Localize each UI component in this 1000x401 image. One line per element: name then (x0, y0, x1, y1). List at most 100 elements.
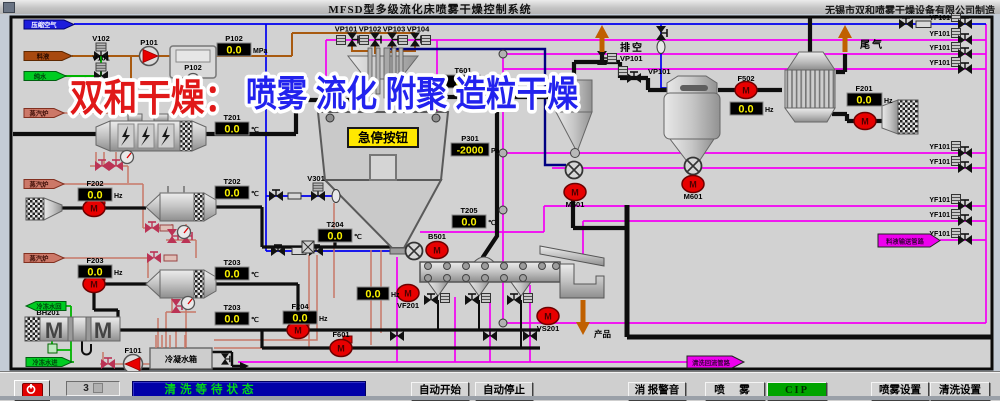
motor-m601 (681, 174, 705, 194)
power-glyph (26, 384, 36, 394)
equipment-dehumidifier-text: BH201 (36, 308, 59, 317)
feed-tank (169, 45, 217, 79)
right_valves-5-label-text: YF101 (929, 159, 950, 166)
displays-10-value-text: 0.0 (461, 217, 476, 229)
motors-f502-text: F502 (737, 74, 754, 83)
bag-filter-vessel (663, 75, 721, 161)
valves-vp_line-text: VP101 (648, 67, 671, 76)
sources-feed_liquid-text: 料液 (37, 52, 50, 61)
sources-pure_water-text: 纯水 (34, 72, 47, 81)
displays-12-unit-text: Hz (391, 292, 400, 299)
display-T203a: T203 0.0 ℃ (214, 258, 259, 281)
emergency-stop-button[interactable]: 急停按钮 (347, 127, 419, 148)
motor-f201 (853, 111, 877, 131)
displays-8-label-text: T203 (223, 303, 240, 312)
displays-0-unit-text: MPa (253, 48, 268, 55)
source-steam-1: 蒸汽炉 (23, 108, 66, 118)
right_valves-8-label-text: YF101 (929, 231, 950, 238)
display-F202: F202 0.0 Hz (77, 179, 123, 202)
source-arrows: 压缩空气 料液 纯水 蒸汽炉 蒸汽炉 蒸汽炉 冷冻水回 冷冻水进 (23, 19, 76, 367)
display-F201: F201 0.0 Hz (846, 84, 893, 107)
dryer-rotary-valve (404, 241, 424, 261)
displays-6-label-text: T203 (223, 258, 240, 267)
displays-9-value-text: 0.0 (327, 231, 342, 243)
air-ducts-black-2 (62, 205, 540, 368)
vent-arrow: 排空 (595, 25, 644, 54)
displays-12-value-text: 0.0 (365, 289, 380, 301)
cyclone (555, 79, 593, 158)
motor-vf201 (396, 283, 420, 303)
displays-7-label-text: F203 (86, 256, 103, 265)
banners-right_line-text: 料液输送管路 (886, 237, 924, 246)
source-steam-2: 蒸汽炉 (23, 179, 66, 189)
right_valves-2-label-text: YF101 (929, 45, 950, 52)
valves-p101-text: P101 (140, 38, 158, 47)
nozzle-lances (346, 47, 420, 99)
cip-pump-f101 (122, 353, 144, 372)
yf-valve-row: YF101 (929, 14, 973, 30)
display-T201: T201 0.0 ℃ (214, 113, 259, 136)
yf-valve-row: YF101 (929, 42, 973, 60)
displays-2-unit-text: Pa (491, 148, 500, 155)
display-T204: T204 0.0 ℃ (317, 220, 362, 243)
bagfilter-rotary-valve (683, 156, 703, 176)
watermark-red: 双和干燥： (70, 78, 238, 120)
banner-cip-return: 清洗回流管路 (686, 355, 746, 369)
source-compressed-air: 压缩空气 (23, 19, 76, 30)
yf-valve-row: YF101 (929, 57, 973, 75)
drain-arrowhead (240, 362, 249, 370)
dehumidifier-bh201: M M (24, 316, 121, 343)
displays-1-unit-text: ℃ (482, 79, 490, 87)
equipment-tail_gas-text: 尾气 (860, 38, 884, 51)
displays-11-unit-text: Hz (319, 316, 328, 323)
displays-10-label-text: T205 (460, 206, 477, 215)
displays-2-label-text: P301 (461, 134, 479, 143)
condensate-tank (149, 335, 213, 370)
displays-4-unit-text: ℃ (251, 190, 259, 198)
feed-pump-p101 (138, 45, 160, 67)
valves-p102-text: P102 (184, 63, 202, 72)
displays-2-value-text: -2000 (457, 145, 484, 157)
valves-v102-text: V102 (92, 34, 110, 43)
displays-11-label-text: F204 (291, 302, 309, 311)
counter-box-icon (92, 383, 103, 394)
power-button[interactable] (14, 380, 50, 401)
window-icon (3, 2, 15, 13)
heater-3 (145, 269, 217, 299)
valves-v101-text: V101 (92, 54, 110, 63)
right_valves-1-label-text: YF101 (929, 31, 950, 38)
display-T203b: T203 0.0 ℃ (214, 303, 259, 326)
yf-valve-row: YF101 (929, 194, 973, 212)
air-filter (25, 197, 63, 221)
status-text: 清洗等待状态 (164, 384, 258, 396)
right-valve-rows: YF101 YF101 YF101 YF101 YF101 YF101 YF10… (929, 14, 973, 246)
product-arrow: 产品 (576, 300, 612, 339)
motors-b501-text: B501 (428, 232, 446, 241)
watermark-blue: 喷雾 流化 附聚 造粒干燥 (246, 73, 579, 114)
displays-5-unit-text: Hz (114, 193, 123, 200)
displays-1-value-text: 0.0 (455, 77, 470, 89)
sources-chilled_water_return-text: 冷冻水回 (36, 302, 61, 311)
displays-14-label-text: F201 (855, 84, 872, 93)
displays-8-value-text: 0.0 (224, 314, 239, 326)
equipment-vent-text: 排空 (620, 41, 644, 54)
screen-counter[interactable]: 3 (66, 381, 120, 396)
valves-nozzle-1-text: VP102 (359, 25, 382, 34)
motor-glyph: M (45, 318, 63, 343)
valves-nozzle-2-text: VP103 (383, 25, 406, 34)
process-diagram: M (0, 14, 1000, 372)
motor-vs201 (536, 306, 560, 326)
heater-1 (95, 113, 207, 152)
fluid-bed (419, 256, 561, 297)
yf-valve-row: YF101 (929, 28, 973, 46)
valves-vp_vent-text: VP101 (620, 54, 643, 63)
page-title: MFSD型多级流化床喷雾干燥控制系统 (328, 4, 532, 16)
displays-4-value-text: 0.0 (224, 188, 239, 200)
display-P301: P301 -2000 Pa (450, 134, 500, 157)
equipment-product-text: 产品 (594, 329, 612, 339)
sources-steam3-text: 蒸汽炉 (30, 254, 49, 263)
displays-3-label-text: T201 (223, 113, 240, 122)
displays-4-label-text: T202 (223, 177, 240, 186)
motors-f601-text: F601 (332, 330, 349, 339)
tag-labels: V102 V101 P101 P102 VP101 VP102 VP103 VP… (36, 25, 754, 365)
